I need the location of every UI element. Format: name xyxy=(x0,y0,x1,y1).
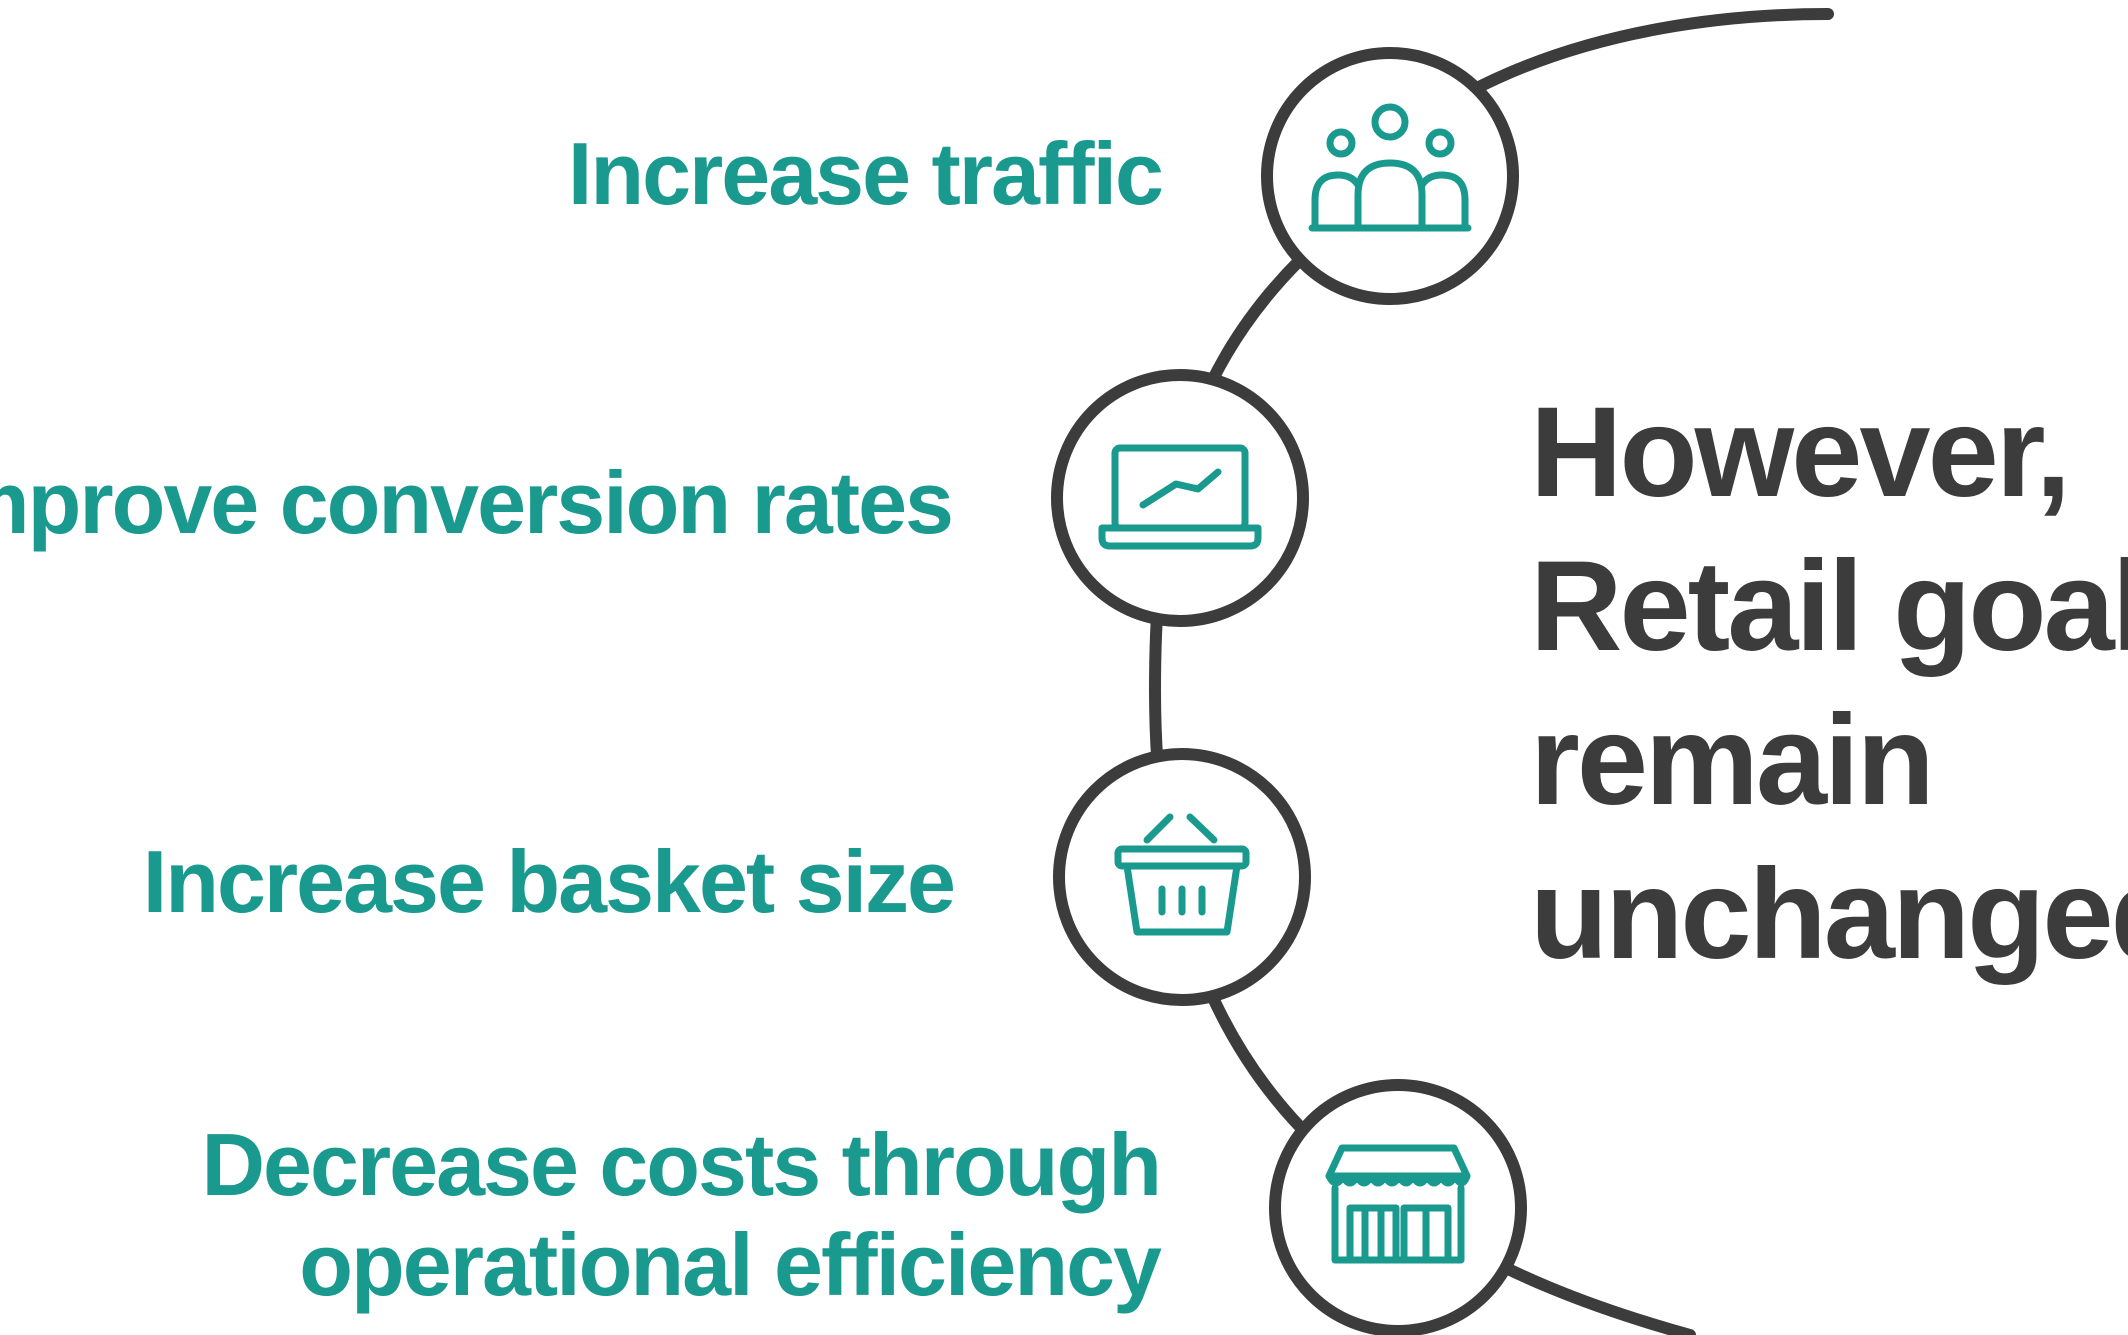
headline-line-3: remain xyxy=(1530,689,1932,832)
node-ring xyxy=(1051,369,1309,627)
node-ring xyxy=(1053,748,1311,1006)
goal-label-conversion: Improve conversion rates xyxy=(0,453,952,552)
goal-node-basket xyxy=(1053,748,1311,1006)
headline-line-1: However, xyxy=(1530,381,2068,524)
goal-node-conversion xyxy=(1051,369,1309,627)
goal-label-traffic: Increase traffic xyxy=(568,124,1162,223)
storefront-icon xyxy=(1325,1144,1471,1264)
headline-line-4: unchanged xyxy=(1530,843,2128,986)
node-ring xyxy=(1261,47,1519,305)
goal-label-basket: Increase basket size xyxy=(143,832,954,931)
headline: However, Retail goals remain unchanged xyxy=(1530,381,2128,986)
goal-label-costs-line2: operational efficiency xyxy=(299,1215,1162,1314)
shopping-basket-icon xyxy=(1114,813,1250,936)
goal-node-costs xyxy=(1269,1079,1527,1335)
goal-label-costs-line1: Decrease costs through xyxy=(201,1115,1160,1214)
laptop-trend-icon xyxy=(1098,444,1262,550)
people-group-icon xyxy=(1308,103,1472,232)
headline-line-2: Retail goals xyxy=(1530,535,2128,678)
goal-node-traffic xyxy=(1261,47,1519,305)
